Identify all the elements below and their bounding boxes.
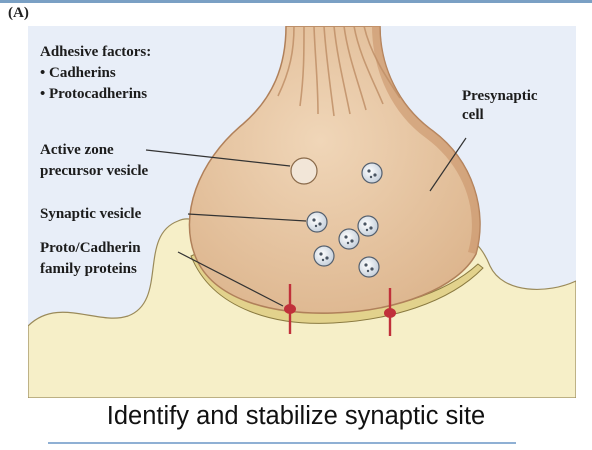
synaptic-vesicle-leader (187, 213, 307, 222)
active-zone-label: Active zone (40, 142, 114, 158)
adhesive-factors-list: Adhesive factors: • Cadherins • Protocad… (40, 44, 151, 102)
adhesive-item-protocadherins: • Protocadherins (40, 86, 147, 102)
panel-letter: (A) (8, 5, 29, 21)
synapse-figure: Adhesive factors: • Cadherins • Protocad… (28, 26, 576, 398)
cadherin-protein-right (384, 288, 396, 336)
vesicle-speckles (312, 169, 377, 273)
active-zone-vesicle (290, 157, 318, 185)
synaptic-vesicle (338, 228, 360, 250)
adhesive-factors-title: Adhesive factors: (40, 44, 151, 60)
synaptic-vesicle (313, 245, 335, 267)
active-zone-label-line2: precursor vesicle (40, 163, 149, 179)
synaptic-vesicles (306, 162, 383, 278)
synaptic-vesicle (357, 215, 379, 237)
adhesive-item-cadherins: • Cadherins (40, 65, 116, 81)
caption: Identify and stabilize synaptic site (106, 402, 486, 430)
presynaptic-label-cell: cell (462, 107, 484, 123)
cadherin-label: Proto/Cadherin (40, 240, 141, 256)
caption-underline (48, 442, 516, 444)
synaptic-vesicle (358, 256, 380, 278)
cadherin-proteins (284, 284, 396, 336)
presynaptic-label: Presynaptic (462, 88, 538, 104)
presynaptic-leader (429, 137, 467, 192)
cadherin-leader (177, 251, 284, 307)
cadherin-protein-left (284, 284, 296, 334)
top-rule (0, 0, 592, 3)
cadherin-label-line2: family proteins (40, 261, 137, 277)
synaptic-vesicle-label: Synaptic vesicle (40, 206, 142, 222)
synaptic-vesicle (306, 211, 328, 233)
leader-lines (145, 137, 467, 307)
synaptic-vesicle (361, 162, 383, 184)
active-zone-leader (145, 149, 291, 167)
axon-striations (277, 26, 401, 117)
